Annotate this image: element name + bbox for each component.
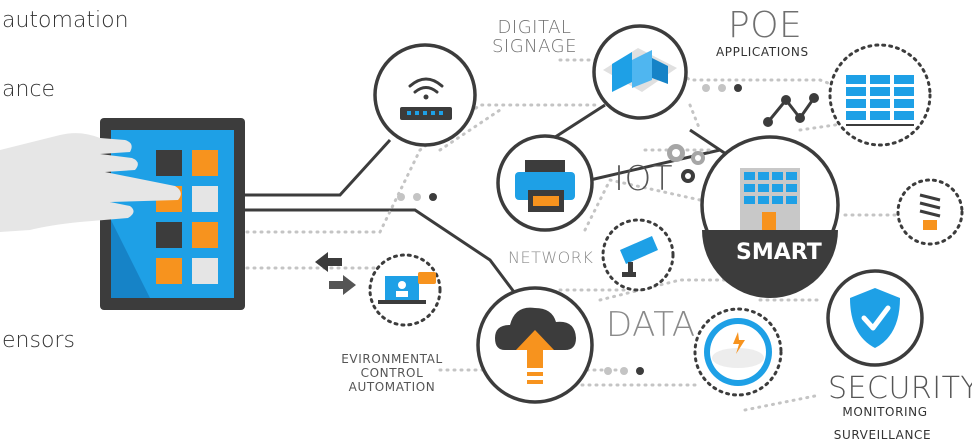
bulb-icon [896, 178, 964, 246]
cloud-upload-icon [476, 286, 594, 404]
environmental-line-2: CONTROL [360, 366, 424, 380]
server-rack-icon [592, 24, 688, 120]
dots-top [702, 84, 742, 92]
label-environmental: EVIRONMENTAL CONTROL AUTOMATION [332, 352, 452, 394]
label-monitoring: MONITORING [842, 405, 928, 419]
label-smart: SMART [736, 240, 822, 265]
label-poe: POE [728, 5, 803, 46]
label-applications: APPLICATIONS [716, 45, 809, 59]
dots-bottom [604, 367, 644, 375]
laptop-user-icon [368, 253, 442, 327]
environmental-line-1: EVIRONMENTAL [341, 352, 443, 366]
printer-icon [496, 134, 594, 232]
label-surveillance: SURVEILLANCE [833, 428, 932, 442]
environmental-line-3: AUTOMATION [348, 380, 436, 394]
trend-chart-icon [763, 93, 819, 127]
label-network: NETWORK [508, 248, 594, 267]
digital-signage-line-2: SIGNAGE [492, 36, 577, 57]
label-security: SECURITY [828, 371, 972, 406]
smoke-detector-icon [693, 307, 783, 397]
label-ance: ance [2, 77, 56, 102]
dots-left [397, 193, 421, 201]
camera-icon [601, 218, 675, 292]
hand-icon [0, 133, 181, 232]
building-icon [700, 135, 840, 298]
label-digital-signage: DIGITAL SIGNAGE [492, 18, 577, 56]
label-ensors: ensors [2, 328, 75, 353]
database-icon [828, 43, 932, 147]
label-iot: IOT [614, 159, 674, 199]
dot-dark-left [429, 193, 437, 201]
gears-icon [667, 144, 705, 183]
router-icon [373, 43, 477, 147]
label-data: DATA [606, 305, 696, 345]
digital-signage-line-1: DIGITAL [497, 17, 572, 38]
label-automation: automation [2, 8, 129, 33]
arrows-icon [315, 252, 356, 295]
shield-check-icon [826, 269, 924, 367]
